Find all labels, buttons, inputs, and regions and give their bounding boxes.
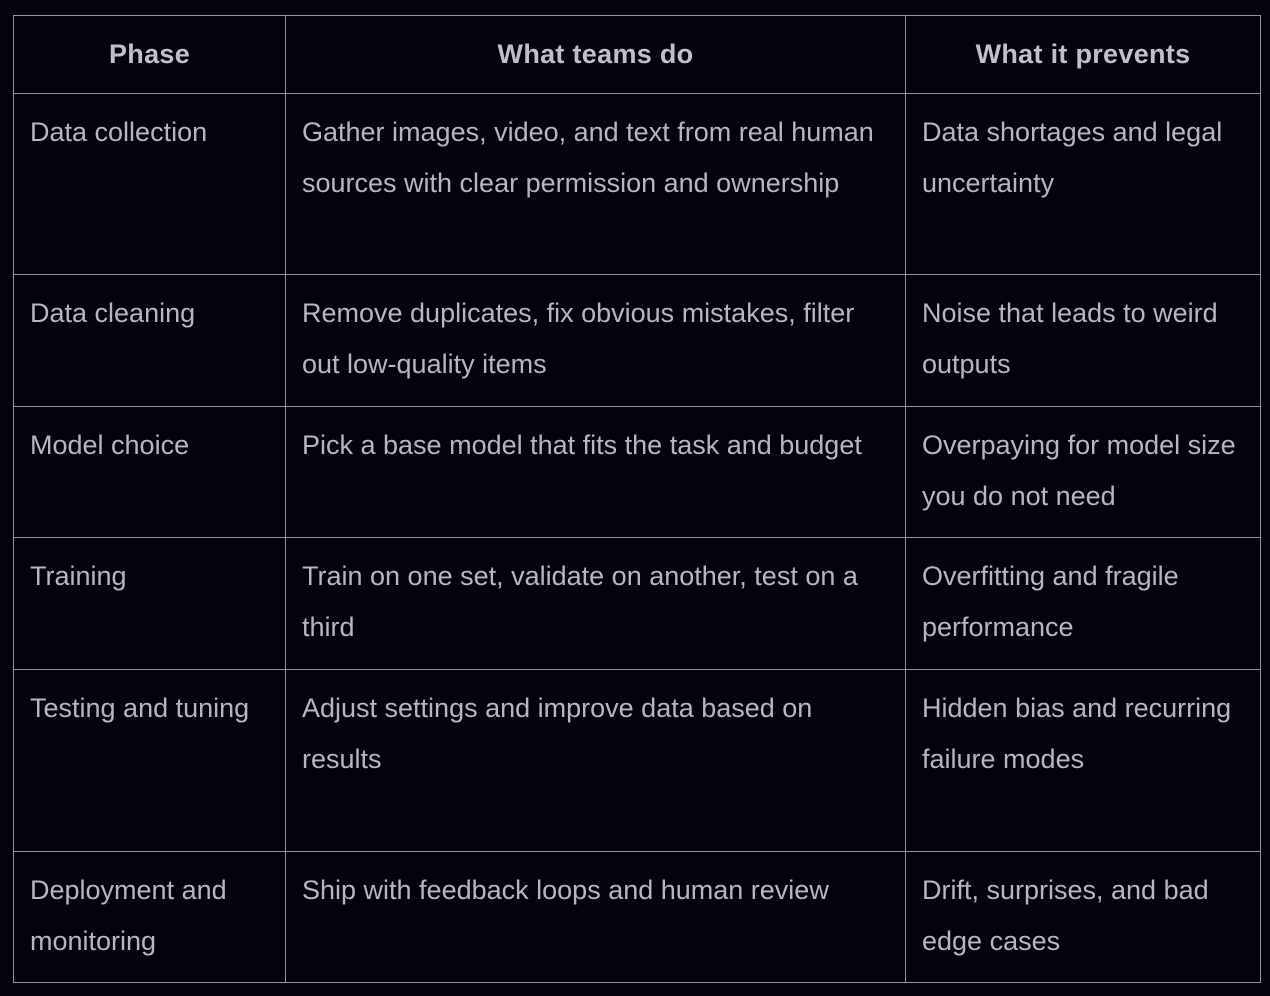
table-row: Data cleaning Remove duplicates, fix obv… bbox=[13, 274, 1261, 407]
what-teams-do-cell: Adjust settings and improve data based o… bbox=[285, 669, 906, 852]
table-row: Training Train on one set, validate on a… bbox=[13, 537, 1261, 670]
phase-cell: Data cleaning bbox=[13, 274, 286, 407]
table-row: Data collection Gather images, video, an… bbox=[13, 93, 1261, 275]
phase-cell: Data collection bbox=[13, 93, 286, 275]
phase-cell: Training bbox=[13, 537, 286, 670]
what-it-prevents-cell: Data shortages and legal uncertainty bbox=[905, 93, 1261, 275]
phase-cell: Testing and tuning bbox=[13, 669, 286, 852]
ml-phases-table: Phase What teams do What it prevents Dat… bbox=[13, 15, 1261, 983]
phase-cell: Model choice bbox=[13, 406, 286, 538]
phase-cell: Deployment and monitoring bbox=[13, 851, 286, 983]
what-teams-do-cell: Ship with feedback loops and human revie… bbox=[285, 851, 906, 983]
what-teams-do-cell: Gather images, video, and text from real… bbox=[285, 93, 906, 275]
column-header-what-teams-do: What teams do bbox=[285, 15, 906, 94]
what-it-prevents-cell: Overfitting and fragile performance bbox=[905, 537, 1261, 670]
header-row: Phase What teams do What it prevents bbox=[13, 15, 1261, 94]
what-it-prevents-cell: Noise that leads to weird outputs bbox=[905, 274, 1261, 407]
what-teams-do-cell: Train on one set, validate on another, t… bbox=[285, 537, 906, 670]
what-it-prevents-cell: Overpaying for model size you do not nee… bbox=[905, 406, 1261, 538]
what-teams-do-cell: Pick a base model that fits the task and… bbox=[285, 406, 906, 538]
what-it-prevents-cell: Hidden bias and recurring failure modes bbox=[905, 669, 1261, 852]
table-row: Testing and tuning Adjust settings and i… bbox=[13, 669, 1261, 852]
column-header-phase: Phase bbox=[13, 15, 286, 94]
column-header-what-it-prevents: What it prevents bbox=[905, 15, 1261, 94]
what-it-prevents-cell: Drift, surprises, and bad edge cases bbox=[905, 851, 1261, 983]
table-row: Model choice Pick a base model that fits… bbox=[13, 406, 1261, 538]
table-row: Deployment and monitoring Ship with feed… bbox=[13, 851, 1261, 983]
what-teams-do-cell: Remove duplicates, fix obvious mistakes,… bbox=[285, 274, 906, 407]
